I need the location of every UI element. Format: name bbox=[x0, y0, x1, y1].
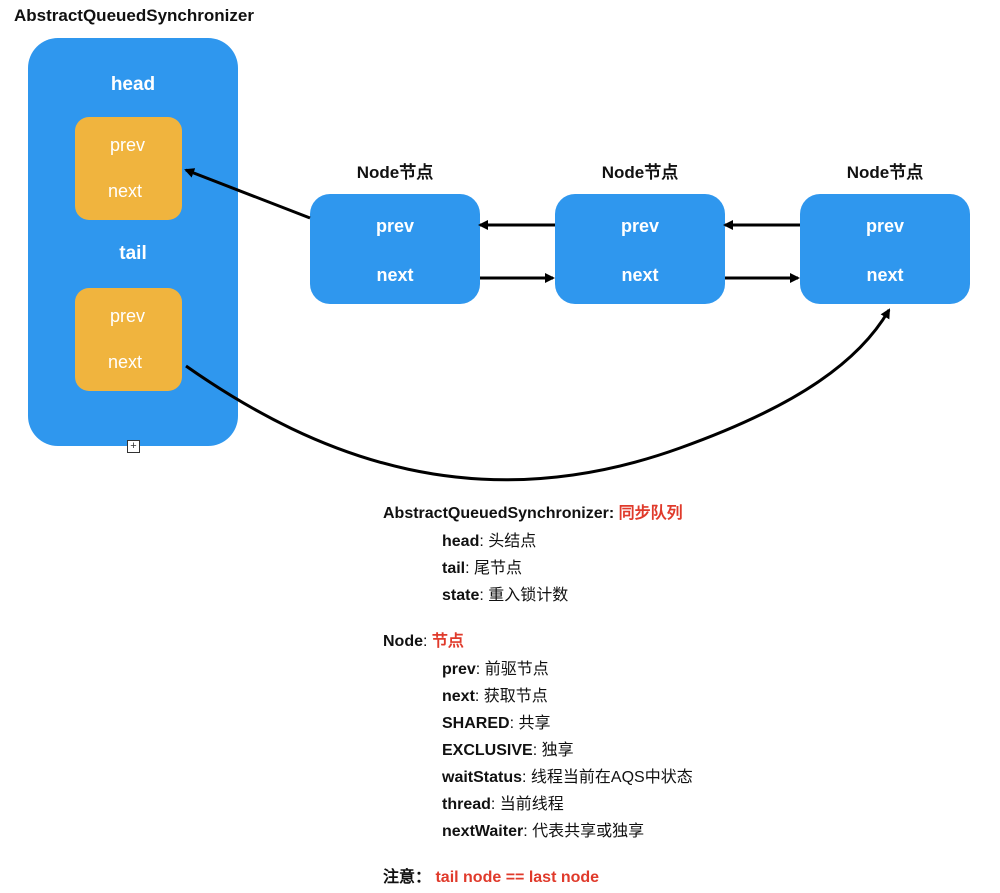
head-prev-label: prev bbox=[110, 135, 146, 155]
node-1-next: next bbox=[376, 265, 414, 285]
node-1-prev: prev bbox=[375, 216, 415, 236]
legend-node-field: next: 获取节点 bbox=[442, 688, 548, 705]
expand-icon[interactable]: + bbox=[127, 440, 140, 453]
legend-node-heading: Node: 节点 bbox=[383, 633, 464, 650]
arrow-tail-to-last-node bbox=[185, 308, 891, 482]
diagram-title: AbstractQueuedSynchronizer bbox=[14, 6, 254, 25]
legend-node-field: EXCLUSIVE: 独享 bbox=[442, 742, 574, 759]
node-2-title: Node节点 bbox=[601, 163, 679, 182]
legend-node-field: SHARED: 共享 bbox=[442, 715, 551, 732]
node-3-title: Node节点 bbox=[846, 163, 924, 182]
node-3-prev: prev bbox=[865, 216, 905, 236]
legend-aqs-heading: AbstractQueuedSynchronizer: 同步队列 bbox=[383, 505, 683, 522]
node-2-next: next bbox=[621, 265, 659, 285]
legend-aqs-field: state: 重入锁计数 bbox=[442, 587, 569, 604]
node-1-box bbox=[310, 194, 480, 304]
head-reference-box bbox=[75, 117, 182, 220]
head-label: head bbox=[110, 74, 156, 95]
head-next-label: next bbox=[108, 181, 143, 201]
tail-label: tail bbox=[119, 243, 147, 264]
tail-reference-box bbox=[75, 288, 182, 391]
node-1-title: Node节点 bbox=[356, 163, 434, 182]
legend-node-field: waitStatus: 线程当前在AQS中状态 bbox=[442, 769, 693, 786]
legend-aqs-field: tail: 尾节点 bbox=[442, 560, 523, 577]
node-3-box bbox=[800, 194, 970, 304]
tail-prev-label: prev bbox=[110, 306, 146, 326]
tail-next-label: next bbox=[108, 352, 143, 372]
node-2-prev: prev bbox=[620, 216, 660, 236]
node-3-next: next bbox=[866, 265, 904, 285]
arrow-node1-to-head bbox=[184, 168, 311, 220]
legend-node-field: nextWaiter: 代表共享或独享 bbox=[442, 823, 645, 840]
node-2-box bbox=[555, 194, 725, 304]
legend-node-field: prev: 前驱节点 bbox=[442, 661, 549, 678]
legend-node-field: thread: 当前线程 bbox=[442, 796, 564, 813]
legend-aqs-field: head: 头结点 bbox=[442, 533, 537, 550]
legend-note: 注意： tail node == last node bbox=[383, 869, 600, 886]
